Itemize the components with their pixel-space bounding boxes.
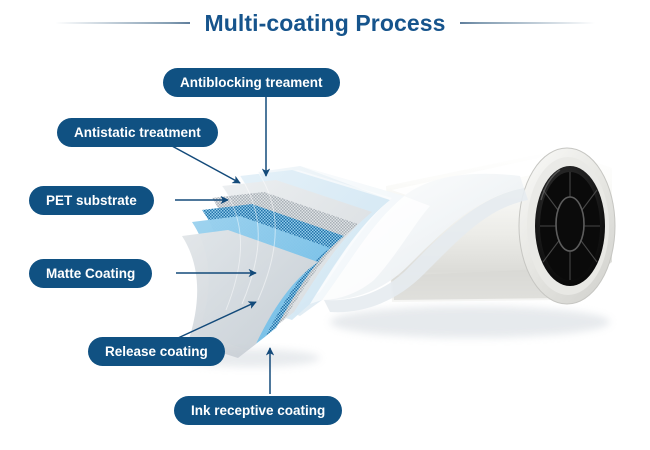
page-title-row: Multi-coating Process <box>0 6 650 40</box>
sheet-curl-edge <box>324 188 528 313</box>
label-release-coating-text: Release coating <box>105 344 208 359</box>
layer-fold-highlights <box>221 171 276 311</box>
unwinding-sheet <box>322 173 528 313</box>
label-matte-coating-text: Matte Coating <box>46 266 136 281</box>
label-release-coating[interactable]: Release coating <box>88 337 225 366</box>
label-ink-receptive-coating[interactable]: Ink receptive coating <box>174 396 343 425</box>
label-matte-coating[interactable]: Matte Coating <box>29 259 153 288</box>
label-ink-receptive-coating-text: Ink receptive coating <box>191 403 326 418</box>
sheet-curl-highlight <box>322 196 430 300</box>
title-rule-right-icon <box>459 22 595 24</box>
page-title: Multi-coating Process <box>204 9 446 36</box>
roll-shadow <box>330 306 610 338</box>
label-antistatic-treatment[interactable]: Antistatic treatment <box>57 118 218 147</box>
roll-end-rim <box>518 147 616 305</box>
label-antistatic-treatment-text: Antistatic treatment <box>74 125 201 140</box>
roll-core-hub <box>555 196 585 252</box>
label-antiblocking-treament-text: Antiblocking treament <box>180 75 323 90</box>
title-rule-left-icon <box>55 22 191 24</box>
roll-core-rimlight <box>540 169 561 201</box>
label-pet-substrate[interactable]: PET substrate <box>29 186 154 215</box>
label-pet-substrate-text: PET substrate <box>46 193 137 208</box>
label-antiblocking-treament[interactable]: Antiblocking treament <box>163 68 340 97</box>
